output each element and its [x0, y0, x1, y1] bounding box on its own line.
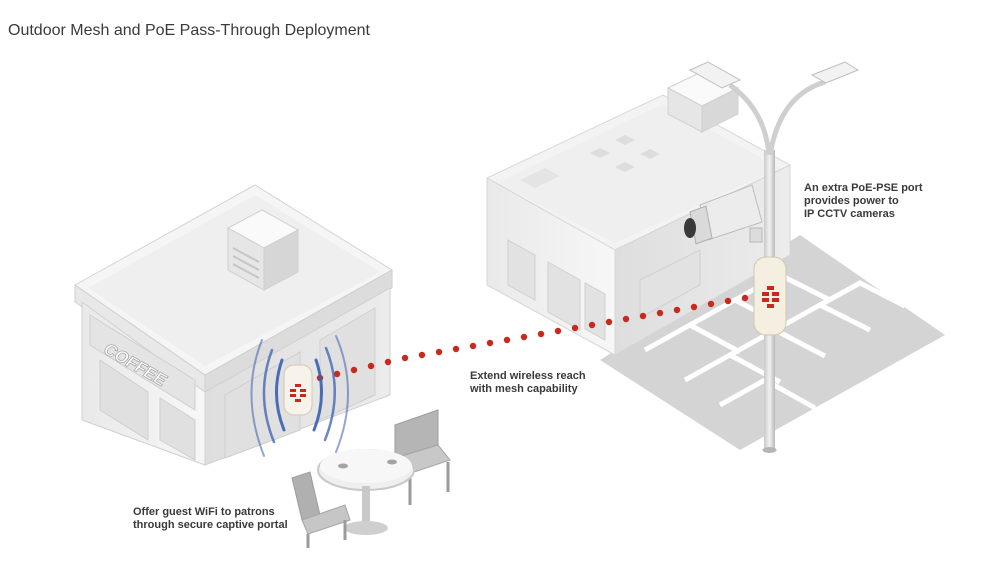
- callout-mesh: Extend wireless reach with mesh capabili…: [470, 370, 586, 396]
- right-building: [485, 69, 792, 356]
- callout-guest-wifi-line1: Offer guest WiFi to patrons: [133, 506, 275, 518]
- callout-poe-line2: provides power to: [804, 195, 899, 207]
- wifi-signal-waves: [250, 335, 349, 457]
- callout-poe-line3: IP CCTV cameras: [804, 208, 895, 220]
- access-point-wall: [283, 364, 313, 416]
- access-point-pole: [753, 256, 787, 336]
- callout-guest-wifi-line2: through secure captive portal: [133, 519, 288, 531]
- callout-guest-wifi: Offer guest WiFi to patrons through secu…: [133, 506, 288, 532]
- page-title: Outdoor Mesh and PoE Pass-Through Deploy…: [8, 22, 370, 39]
- cctv-camera: [684, 184, 763, 245]
- callout-poe: An extra PoE-PSE port provides power to …: [804, 182, 923, 221]
- callout-mesh-line1: Extend wireless reach: [470, 370, 586, 382]
- patio-furniture: [291, 409, 451, 548]
- callout-mesh-line2: with mesh capability: [470, 383, 578, 395]
- callout-poe-line1: An extra PoE-PSE port: [804, 182, 923, 194]
